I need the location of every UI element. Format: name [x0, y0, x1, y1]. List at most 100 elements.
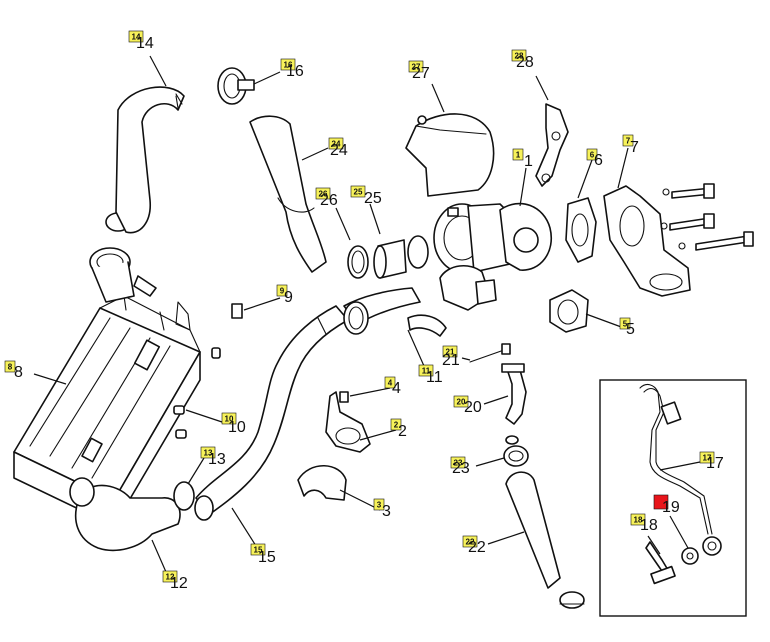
- tube-20: [501, 363, 527, 425]
- turbocharger: [433, 202, 553, 311]
- callout-tag[interactable]: [390, 418, 402, 431]
- callout-tag-label: 2: [394, 421, 399, 430]
- callout-leader-line: [535, 75, 549, 101]
- callout-tag-label: 7: [626, 137, 631, 146]
- callout-tag[interactable]: [276, 284, 288, 297]
- callout-tag[interactable]: [462, 535, 478, 548]
- callout-number: 12: [170, 575, 188, 592]
- hose-12: [69, 477, 195, 552]
- callout-leader-line: [231, 507, 257, 547]
- clamp-23: [503, 435, 529, 467]
- heat-shield-27: [405, 113, 495, 197]
- callout-19[interactable]: 19: [653, 494, 689, 549]
- callout-tag[interactable]: [619, 317, 631, 330]
- callout-tag-label: 5: [623, 320, 628, 329]
- callout-leader-line: [519, 167, 527, 207]
- callout-tag-label: 13: [204, 449, 213, 458]
- callout-tag[interactable]: [442, 345, 458, 358]
- callout-leader-line: [151, 539, 167, 573]
- callout-number: 15: [258, 549, 276, 566]
- bracket-28: [535, 103, 569, 187]
- callout-tag[interactable]: [586, 148, 598, 161]
- callout-number: 20: [464, 399, 482, 416]
- inset-panel: [599, 379, 747, 617]
- callout-tag[interactable]: [630, 513, 646, 526]
- callout-tag[interactable]: [128, 30, 144, 43]
- callout-leader-line: [669, 515, 689, 549]
- callout-tag[interactable]: [511, 49, 527, 62]
- callout-number: 10: [228, 419, 246, 436]
- callout-number: 2: [398, 423, 407, 440]
- callout-tag[interactable]: [699, 451, 715, 464]
- callout-tag[interactable]: [512, 148, 524, 161]
- callout-tag-label: 16: [284, 61, 293, 70]
- callout-tag[interactable]: [450, 456, 466, 469]
- callout-tag[interactable]: [453, 395, 469, 408]
- callout-number: 13: [208, 451, 226, 468]
- bolt-4: [339, 391, 349, 403]
- callout-tag[interactable]: [373, 498, 385, 511]
- callout-tag[interactable]: [280, 58, 296, 71]
- callout-tag[interactable]: [350, 185, 366, 198]
- callout-number: 6: [594, 152, 603, 169]
- callout-tag[interactable]: [4, 360, 16, 373]
- callout-leader-line: [243, 297, 281, 311]
- callout-tag-label: 6: [590, 151, 595, 160]
- callout-number: 14: [136, 35, 154, 52]
- callout-leader-line: [585, 313, 625, 329]
- callout-tag[interactable]: [315, 187, 331, 200]
- callout-tag[interactable]: [384, 376, 396, 389]
- intercooler: [13, 295, 201, 527]
- callout-tag-label: 10: [225, 415, 234, 424]
- clamp-26: [347, 245, 369, 279]
- callout-number: 18: [640, 517, 658, 534]
- callout-5[interactable]: 55: [585, 313, 635, 338]
- callout-number: 27: [412, 65, 430, 82]
- bolt-9: [231, 303, 243, 319]
- callout-tag[interactable]: [418, 364, 434, 377]
- hardware-10: [173, 347, 221, 439]
- callout-tag[interactable]: [250, 543, 266, 556]
- callout-number: 4: [392, 380, 401, 397]
- callout-tag[interactable]: [408, 60, 424, 73]
- callout-tag-label: 11: [422, 367, 431, 376]
- callout-tag-label: 18: [634, 516, 643, 525]
- callout-leader-line: [369, 203, 381, 235]
- callout-tag[interactable]: [200, 446, 216, 459]
- callout-leader-line: [301, 147, 329, 161]
- callout-tag[interactable]: [328, 137, 344, 150]
- callout-number: 1: [524, 153, 533, 170]
- callout-tag[interactable]: [221, 412, 237, 425]
- callout-number: 19: [662, 499, 680, 516]
- callout-tag[interactable]: [622, 134, 634, 147]
- callout-tag[interactable]: [162, 570, 178, 583]
- callout-tag-selected[interactable]: [653, 494, 669, 510]
